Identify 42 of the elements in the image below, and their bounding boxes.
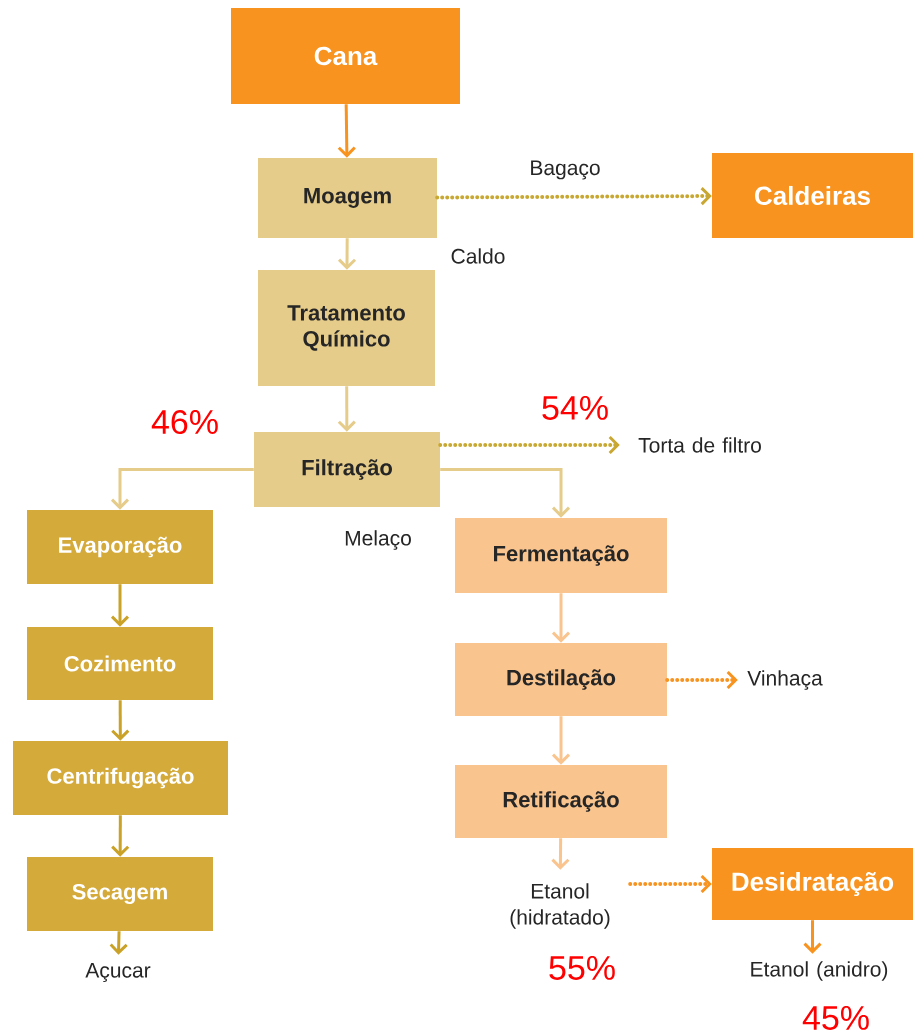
arrow bbox=[665, 670, 738, 690]
arrow bbox=[435, 187, 712, 206]
edge-label: Melaço bbox=[343, 529, 413, 551]
product-label: Torta de filtro bbox=[638, 437, 761, 453]
arrow bbox=[110, 468, 254, 510]
product-label: Vinhaça bbox=[747, 670, 823, 690]
product-label: Etanol (anidro) bbox=[751, 961, 888, 981]
process-box: Evaporação bbox=[27, 510, 213, 584]
process-box: Tratamento Químico bbox=[258, 270, 435, 386]
arrow bbox=[438, 435, 620, 455]
process-box: Destilação bbox=[455, 643, 667, 716]
arrow bbox=[111, 815, 130, 857]
process-box: Filtração bbox=[254, 432, 440, 507]
percentage-label: 54% bbox=[542, 396, 608, 420]
arrow bbox=[337, 104, 356, 158]
arrow bbox=[111, 700, 130, 741]
arrow bbox=[109, 931, 128, 955]
process-box: Cana bbox=[231, 8, 460, 104]
process-box: Desidratação bbox=[712, 848, 913, 920]
process-box: Centrifugação bbox=[13, 741, 228, 815]
arrow bbox=[551, 838, 570, 870]
arrow bbox=[110, 584, 130, 627]
arrow bbox=[628, 874, 712, 894]
arrow bbox=[440, 468, 571, 518]
product-label: Açucar bbox=[85, 963, 151, 982]
arrow bbox=[551, 593, 571, 643]
process-box: Fermentação bbox=[455, 518, 667, 593]
arrow bbox=[337, 386, 356, 432]
edge-label: Bagaço bbox=[528, 159, 602, 181]
percentage-label: 45% bbox=[802, 1006, 869, 1030]
arrow bbox=[337, 238, 357, 270]
arrow bbox=[551, 716, 571, 765]
percentage-label: 55% bbox=[549, 956, 615, 980]
process-box: Secagem bbox=[27, 857, 213, 931]
arrow bbox=[803, 920, 822, 954]
process-box: Cozimento bbox=[27, 627, 213, 700]
edge-label: Caldo bbox=[449, 247, 507, 265]
process-box: Retificação bbox=[455, 765, 667, 838]
process-box: Moagem bbox=[258, 158, 437, 238]
process-box: Caldeiras bbox=[712, 153, 913, 238]
product-label: Etanol (hidratado) bbox=[510, 883, 610, 929]
percentage-label: 46% bbox=[151, 409, 218, 435]
